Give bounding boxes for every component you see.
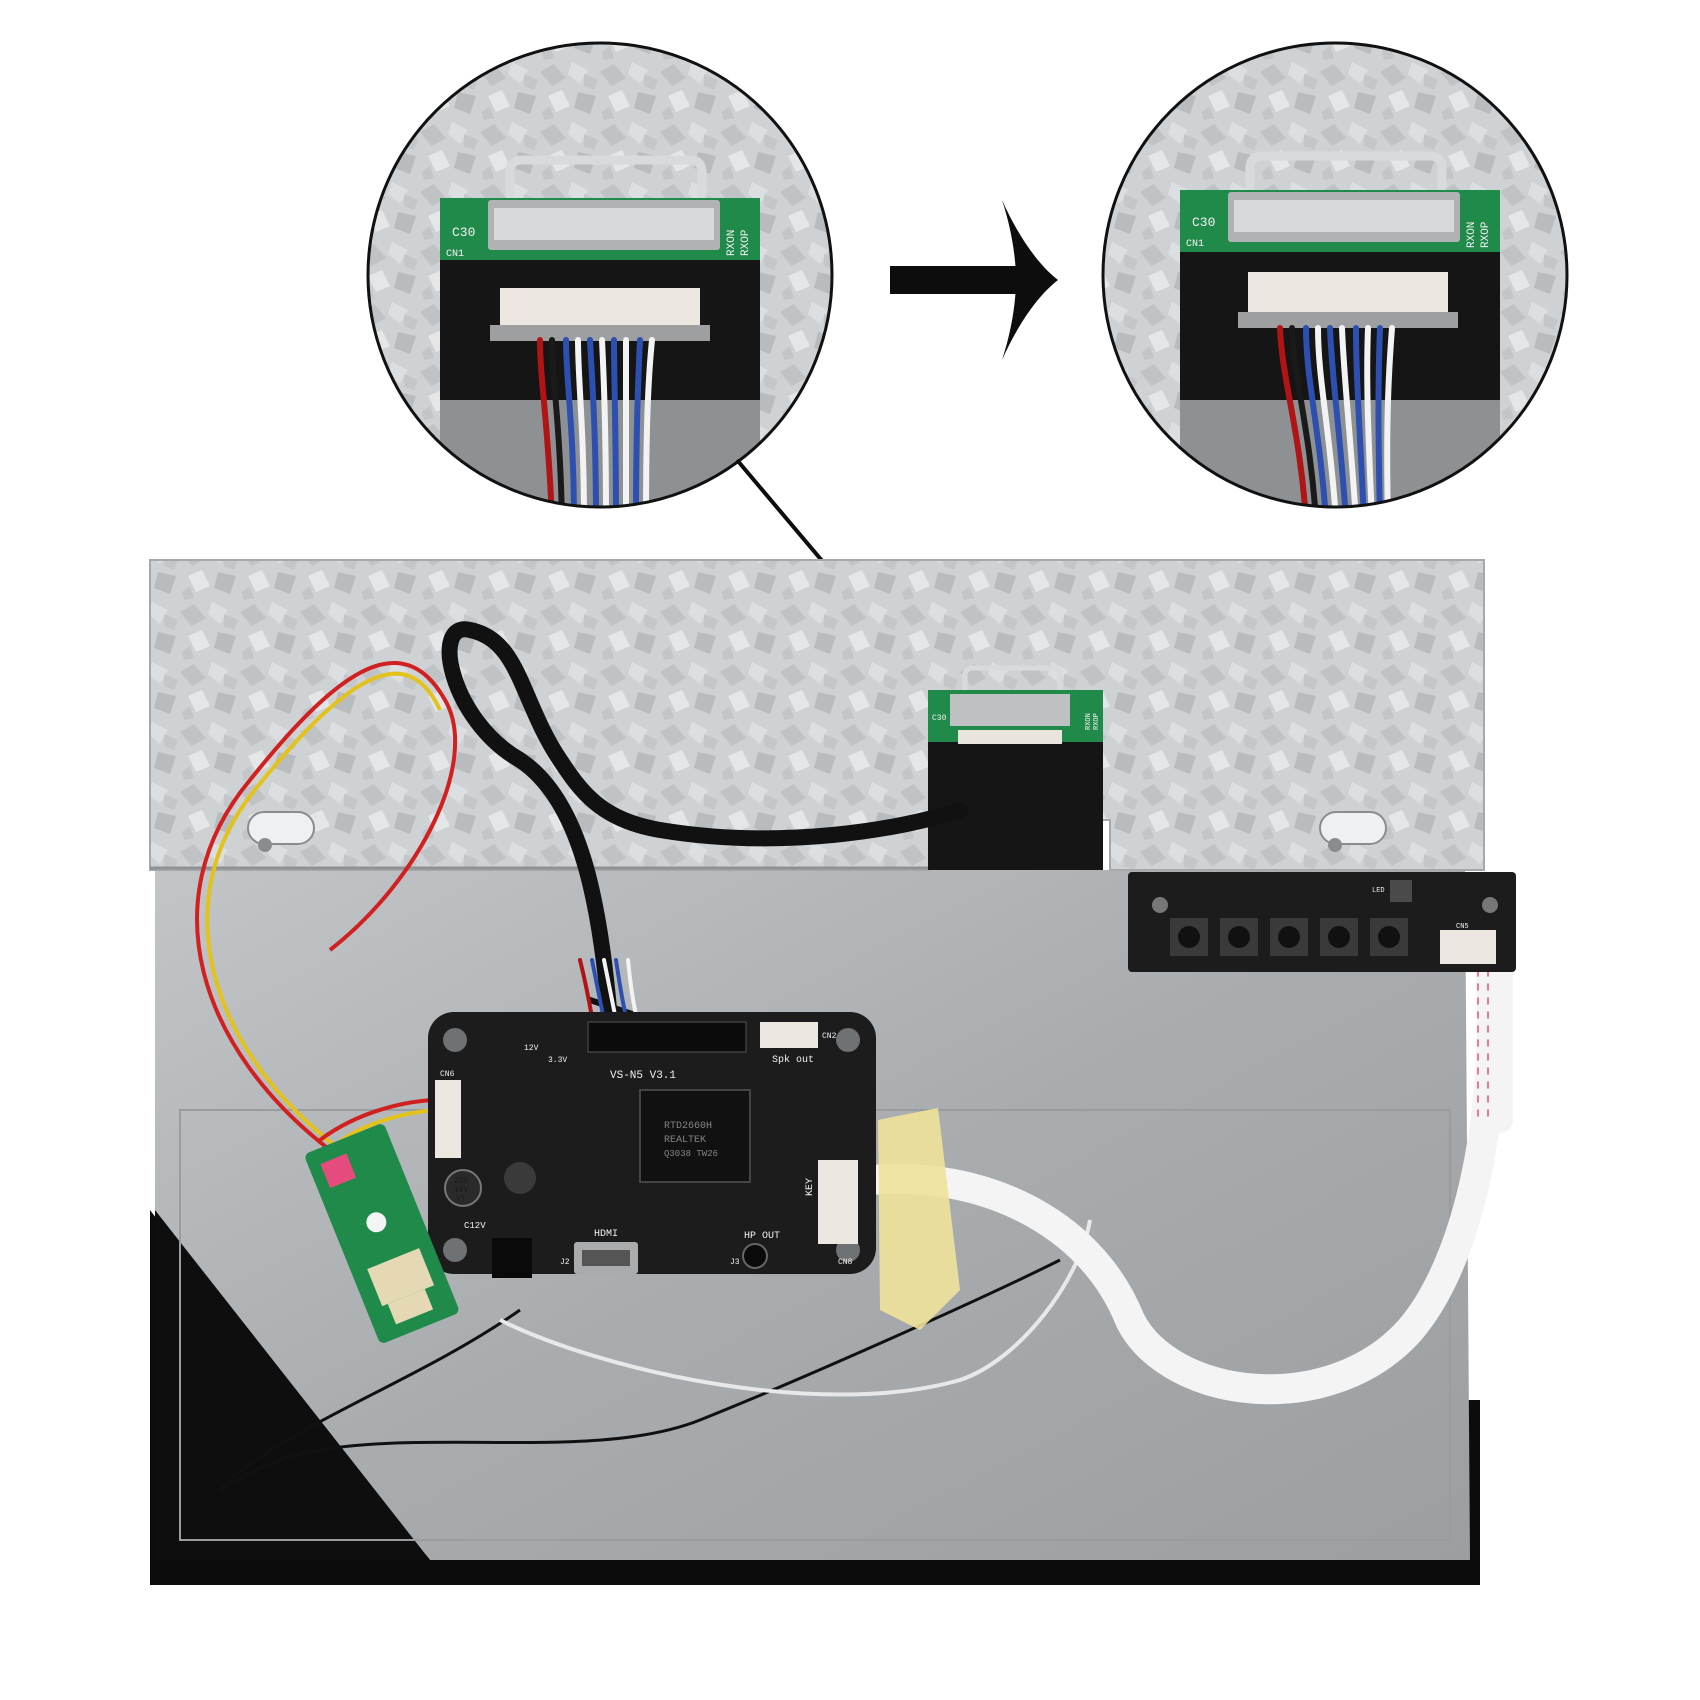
zoom-after-pin-b-label: RXOP xyxy=(1480,221,1492,248)
zoom-circle-after: C30 CN1 RXON RXOP xyxy=(1101,41,1569,509)
cn6-label: CN6 xyxy=(440,1070,455,1079)
zoom-after-pin-a-label: RXON xyxy=(1466,222,1478,248)
zoom-before-connector-label: CN1 xyxy=(446,249,464,260)
panel-pin-b-label: RXOP xyxy=(1093,713,1101,730)
zoom-after-cap-label: C30 xyxy=(1192,215,1215,230)
key-buttons xyxy=(1170,918,1408,956)
cn5-label: CN5 xyxy=(1456,923,1469,931)
right-arrow-icon xyxy=(890,200,1058,360)
kapton-tape xyxy=(878,1108,960,1330)
v33-label: 3.3V xyxy=(548,1056,567,1065)
led-label: LED xyxy=(1372,887,1385,895)
scaler-chip xyxy=(639,1089,751,1183)
chip-line-2: REALTEK xyxy=(664,1135,706,1146)
chip-line-3: Q3038 TW26 xyxy=(664,1149,718,1159)
j3-label: J3 xyxy=(730,1258,740,1267)
panel-cap-label: C30 xyxy=(932,714,947,723)
audio-cable xyxy=(219,1219,1092,1491)
key-label: KEY xyxy=(805,1178,816,1196)
board-model-label: VS-N5 V3.1 xyxy=(610,1070,676,1082)
v12-label: 12V xyxy=(524,1044,539,1053)
controller-board: RTD2660H REALTEK Q3038 TW26 VS-N5 V3.1 S… xyxy=(428,1012,876,1278)
key-board: CN5 LED xyxy=(1128,872,1516,972)
cap-rating-2: 16V xyxy=(454,1186,469,1195)
power-label: C12V xyxy=(464,1221,486,1231)
cn2-label: CN2 xyxy=(822,1032,837,1041)
zoom-after-connector-label: CN1 xyxy=(1186,239,1204,250)
cap-rating-1: 220 xyxy=(454,1177,469,1186)
hdmi-label: HDMI xyxy=(594,1229,618,1240)
zoom-before-pin-a-label: RXON xyxy=(726,230,738,256)
panel-metal-frame xyxy=(149,559,1485,871)
j2-label: J2 xyxy=(560,1258,570,1267)
lvds-connector-seated xyxy=(1248,272,1448,316)
hp-out-label: HP OUT xyxy=(744,1231,780,1242)
cap-rating-3: VT xyxy=(456,1195,466,1204)
lvds-connector xyxy=(500,288,700,330)
panel-pin-a-label: RXON xyxy=(1085,713,1093,730)
zoom-before-cap-label: C30 xyxy=(452,225,475,240)
zoom-circle-before: C30 CN1 RXON RXOP xyxy=(366,41,834,509)
chip-line-1: RTD2660H xyxy=(664,1121,712,1132)
cn8-label: CN8 xyxy=(838,1258,853,1267)
backlight-inverter-board xyxy=(305,1124,459,1343)
speaker-label: Spk out xyxy=(772,1054,814,1066)
zoom-before-pin-b-label: RXOP xyxy=(740,229,752,256)
panel-tcon-board: C30 RXON RXOP xyxy=(928,665,1103,870)
